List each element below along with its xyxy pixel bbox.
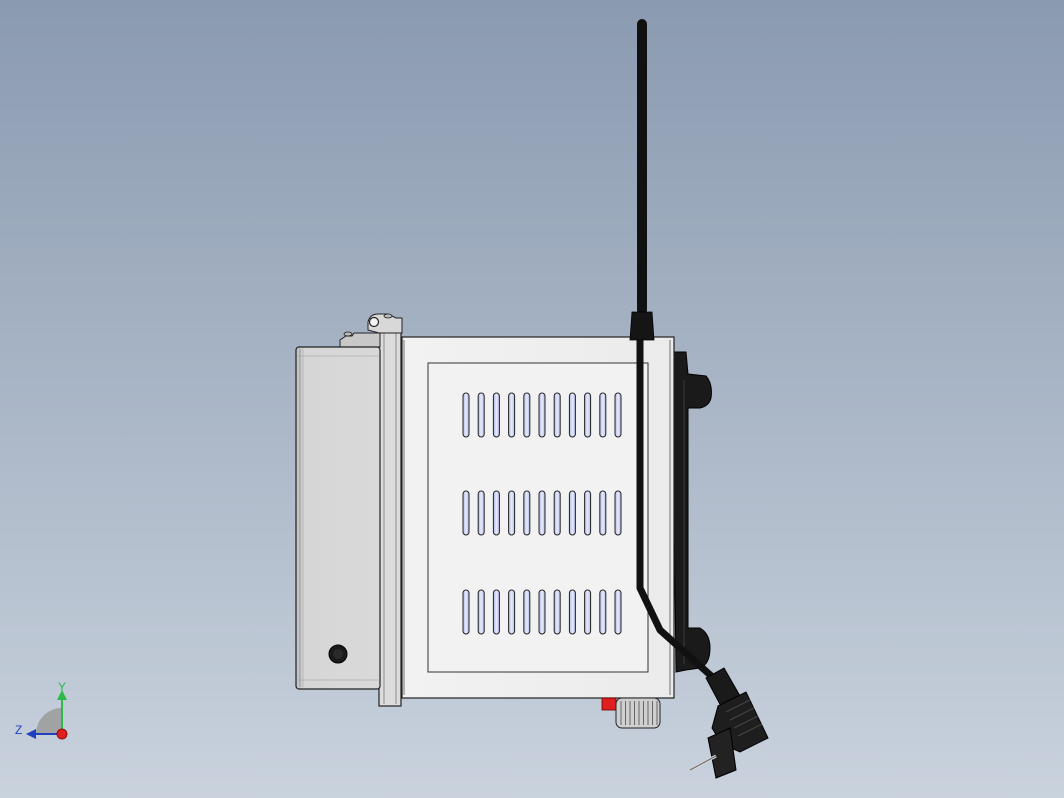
vent-slot bbox=[508, 589, 516, 635]
vent-slot bbox=[553, 392, 561, 438]
triad-y-arrow bbox=[57, 690, 67, 700]
vent-slot bbox=[523, 392, 531, 438]
vent-slot bbox=[477, 490, 485, 536]
vent-slot bbox=[523, 589, 531, 635]
vent-slot bbox=[538, 490, 546, 536]
vent-slot bbox=[584, 490, 592, 536]
vent-slot bbox=[538, 392, 546, 438]
triad-x-axis-dot bbox=[56, 728, 68, 740]
vent-slot bbox=[614, 392, 622, 438]
vent-slot bbox=[492, 589, 500, 635]
rear-feet bbox=[671, 351, 712, 673]
vent-slot bbox=[508, 392, 516, 438]
vent-slot bbox=[614, 490, 622, 536]
vent-slot bbox=[599, 392, 607, 438]
power-plug bbox=[689, 667, 769, 779]
vent-slot bbox=[462, 392, 470, 438]
vent-slot bbox=[462, 490, 470, 536]
vent-slot bbox=[523, 490, 531, 536]
microwave-model[interactable] bbox=[295, 19, 769, 779]
vent-slot bbox=[538, 589, 546, 635]
vent-slot bbox=[477, 589, 485, 635]
vent-slot bbox=[553, 490, 561, 536]
vent-slot bbox=[568, 589, 576, 635]
vent-slot bbox=[584, 589, 592, 635]
vent-slot bbox=[614, 589, 622, 635]
vent-slot bbox=[584, 392, 592, 438]
vent-slot bbox=[477, 392, 485, 438]
vent-slot bbox=[568, 490, 576, 536]
triad-z-label: Z bbox=[15, 723, 22, 737]
view-triad[interactable]: Y Z bbox=[15, 680, 68, 740]
vent-slot bbox=[568, 392, 576, 438]
antenna bbox=[629, 19, 655, 341]
hinge-bracket bbox=[339, 313, 403, 348]
triad-quarter-disc bbox=[36, 708, 62, 734]
power-cord bbox=[636, 340, 721, 685]
front-frame bbox=[378, 327, 402, 707]
door-panel bbox=[295, 346, 381, 690]
vent-slot bbox=[492, 392, 500, 438]
triad-z-arrow bbox=[26, 729, 36, 739]
vent-slot bbox=[553, 589, 561, 635]
bottom-knob bbox=[601, 697, 661, 729]
vent-slot bbox=[462, 589, 470, 635]
vent-slot bbox=[599, 589, 607, 635]
vent-slot bbox=[599, 490, 607, 536]
triad-y-label: Y bbox=[58, 680, 66, 694]
vent-slot bbox=[508, 490, 516, 536]
vent-slots bbox=[462, 392, 622, 635]
vent-slot bbox=[492, 490, 500, 536]
